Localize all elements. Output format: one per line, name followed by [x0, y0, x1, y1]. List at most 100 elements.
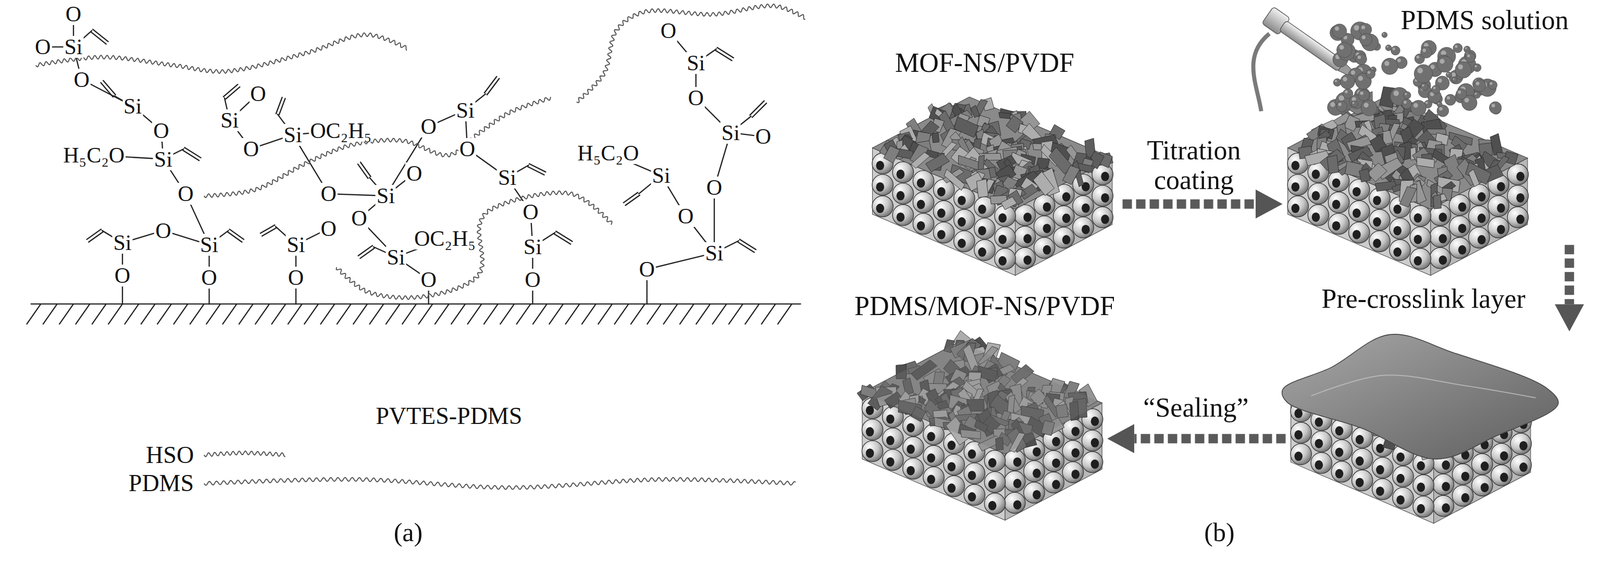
- legend-sample: [204, 477, 796, 490]
- polymer-chains: [35, 4, 806, 490]
- sphere-pore: [1090, 416, 1100, 427]
- substrate-hatch: [222, 304, 237, 325]
- sphere-pore: [1439, 233, 1448, 244]
- nanosheet-flake: [1000, 196, 1017, 210]
- substrate-hatch: [173, 304, 188, 325]
- substrate-hatch: [549, 304, 564, 325]
- vinyl-double-bond: [184, 147, 201, 158]
- atom-symbol: H₅C₂O: [576, 142, 640, 165]
- substrate-hatch: [598, 304, 613, 325]
- droplet-shine: [1464, 97, 1470, 103]
- atom-symbol: Si: [122, 95, 143, 118]
- support-sphere: [1452, 464, 1473, 486]
- droplet-shine: [1330, 102, 1335, 107]
- pdms-droplet: [1336, 42, 1353, 58]
- sphere-pore: [1311, 191, 1321, 201]
- substrate-hatch: [369, 304, 384, 325]
- substrate-hatch: [304, 304, 319, 325]
- sphere-pore: [1294, 408, 1303, 419]
- sphere-pore: [1023, 212, 1032, 222]
- atom-symbol: O: [659, 19, 678, 42]
- support-sphere: [963, 463, 985, 485]
- sphere-pore: [1480, 482, 1490, 493]
- support-sphere: [882, 449, 904, 471]
- sphere-pore: [1100, 171, 1110, 182]
- sphere-pore: [977, 226, 987, 236]
- sphere-pore: [916, 200, 926, 210]
- sphere-pore: [1416, 461, 1425, 471]
- sphere-pore: [1335, 426, 1344, 436]
- sphere-pore: [1516, 171, 1525, 182]
- droplet-shine: [1446, 72, 1449, 75]
- pdms-droplet: [1473, 79, 1486, 92]
- droplet-shine: [1404, 92, 1407, 95]
- sphere-pore: [1352, 187, 1361, 197]
- support-sphere: [1491, 465, 1512, 487]
- droplet-shine: [1338, 95, 1345, 101]
- sphere-pore: [1355, 456, 1364, 466]
- droplet-shine: [1437, 78, 1443, 83]
- support-sphere: [984, 450, 1006, 472]
- support-sphere: [1487, 195, 1509, 217]
- panel-letter: (a): [393, 519, 424, 546]
- pdms-droplet: [1489, 101, 1502, 114]
- support-sphere: [1468, 227, 1490, 248]
- membrane-stage: PDMS/MOF-NS/PVDF: [862, 341, 1102, 521]
- substrate-hatch: [336, 304, 351, 325]
- sphere-pore: [1439, 255, 1448, 265]
- hso-chain: [204, 96, 551, 198]
- support-sphere: [1409, 248, 1431, 270]
- sphere-pore: [1090, 438, 1100, 448]
- support-sphere: [1310, 431, 1332, 453]
- atom-symbol: O: [176, 182, 195, 205]
- droplet-shine: [1451, 72, 1456, 77]
- support-sphere: [1014, 226, 1036, 247]
- droplet-shine: [1476, 81, 1480, 86]
- droplet-shine: [1397, 58, 1401, 63]
- substrate-hatch: [581, 304, 596, 325]
- sphere-pore: [1051, 479, 1061, 490]
- process-arrow: [1134, 433, 1286, 444]
- droplet-shine: [1425, 101, 1429, 105]
- support-sphere: [1432, 495, 1454, 517]
- support-sphere: [1033, 216, 1055, 238]
- sphere-pore: [1332, 221, 1341, 231]
- pdms-droplet: [1455, 61, 1472, 79]
- substrate-hatch: [124, 304, 139, 325]
- nanosheet-flake: [1433, 194, 1442, 209]
- droplet-shine: [1393, 90, 1399, 96]
- pdms-droplet: [1343, 88, 1354, 99]
- sphere-pore: [896, 212, 905, 222]
- atom-symbol: O: [405, 162, 424, 185]
- atom-symbol: Si: [112, 231, 133, 254]
- support-sphere: [994, 248, 1016, 270]
- sphere-pore: [1062, 192, 1071, 202]
- vinyl-double-bond: [223, 84, 238, 97]
- atom-symbol: Si: [385, 246, 406, 269]
- pdms-droplet: [1355, 53, 1367, 65]
- support-sphere: [1409, 227, 1431, 248]
- sphere-pore: [875, 203, 885, 214]
- sphere-pore: [1335, 469, 1344, 479]
- pdms-droplet: [1456, 88, 1467, 99]
- droplet-shine: [1457, 90, 1461, 94]
- sphere-pore: [1071, 448, 1080, 458]
- pdms-droplet: [1473, 91, 1481, 99]
- droplet-shine: [1433, 87, 1436, 90]
- droplet-shine: [1453, 78, 1455, 80]
- sphere-pore: [1294, 451, 1303, 462]
- droplet-shine: [1421, 84, 1424, 87]
- support-sphere: [933, 221, 954, 243]
- support-sphere: [1331, 461, 1353, 483]
- droplet-shine: [1344, 90, 1348, 94]
- support-sphere: [1287, 195, 1309, 217]
- sphere-pore: [1372, 217, 1382, 227]
- droplet-shine: [1367, 70, 1371, 74]
- sphere-pore: [1372, 195, 1382, 206]
- droplet-shine: [1334, 26, 1339, 31]
- substrate-hatch: [663, 304, 678, 325]
- membrane-top: [1287, 96, 1528, 209]
- droplet-shine: [1363, 102, 1369, 108]
- nanosheet-flake: [932, 132, 940, 143]
- support-sphere: [861, 419, 883, 441]
